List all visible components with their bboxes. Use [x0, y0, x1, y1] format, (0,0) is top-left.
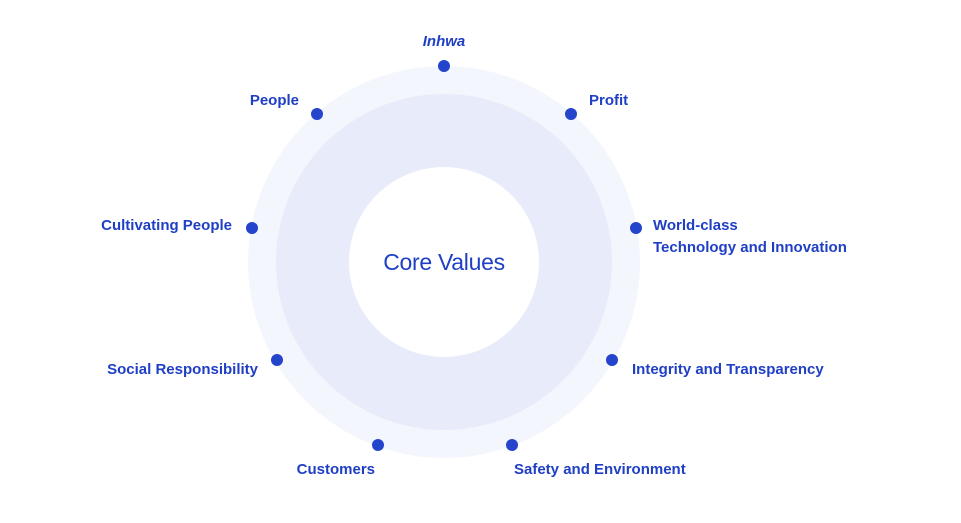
dot-safety-environment: [506, 439, 518, 451]
dot-customers: [372, 439, 384, 451]
value-label-profit: Profit: [589, 92, 629, 109]
value-label-inhwa: Inhwa: [422, 33, 466, 50]
value-label-integrity-transparency: Integrity and Transparency: [632, 361, 824, 378]
dot-social-responsibility: [271, 354, 283, 366]
value-label-world-class: World-class: [653, 217, 738, 234]
dot-world-class-technology: [630, 222, 642, 234]
value-label-cultivating-people: Cultivating People: [101, 217, 232, 234]
dot-cultivating-people: [246, 222, 258, 234]
value-label-safety-environment: Safety and Environment: [514, 461, 686, 478]
center-label: Core Values: [383, 249, 505, 275]
value-label-social-responsibility: Social Responsibility: [107, 361, 258, 378]
dot-profit: [565, 108, 577, 120]
dot-integrity-transparency: [606, 354, 618, 366]
inner-circle: [349, 167, 539, 357]
value-label-customers: Customers: [296, 461, 375, 478]
dot-people: [311, 108, 323, 120]
value-label-people: People: [249, 92, 299, 109]
value-label-technology-innovation: Technology and Innovation: [653, 239, 847, 256]
dot-inhwa: [438, 60, 450, 72]
